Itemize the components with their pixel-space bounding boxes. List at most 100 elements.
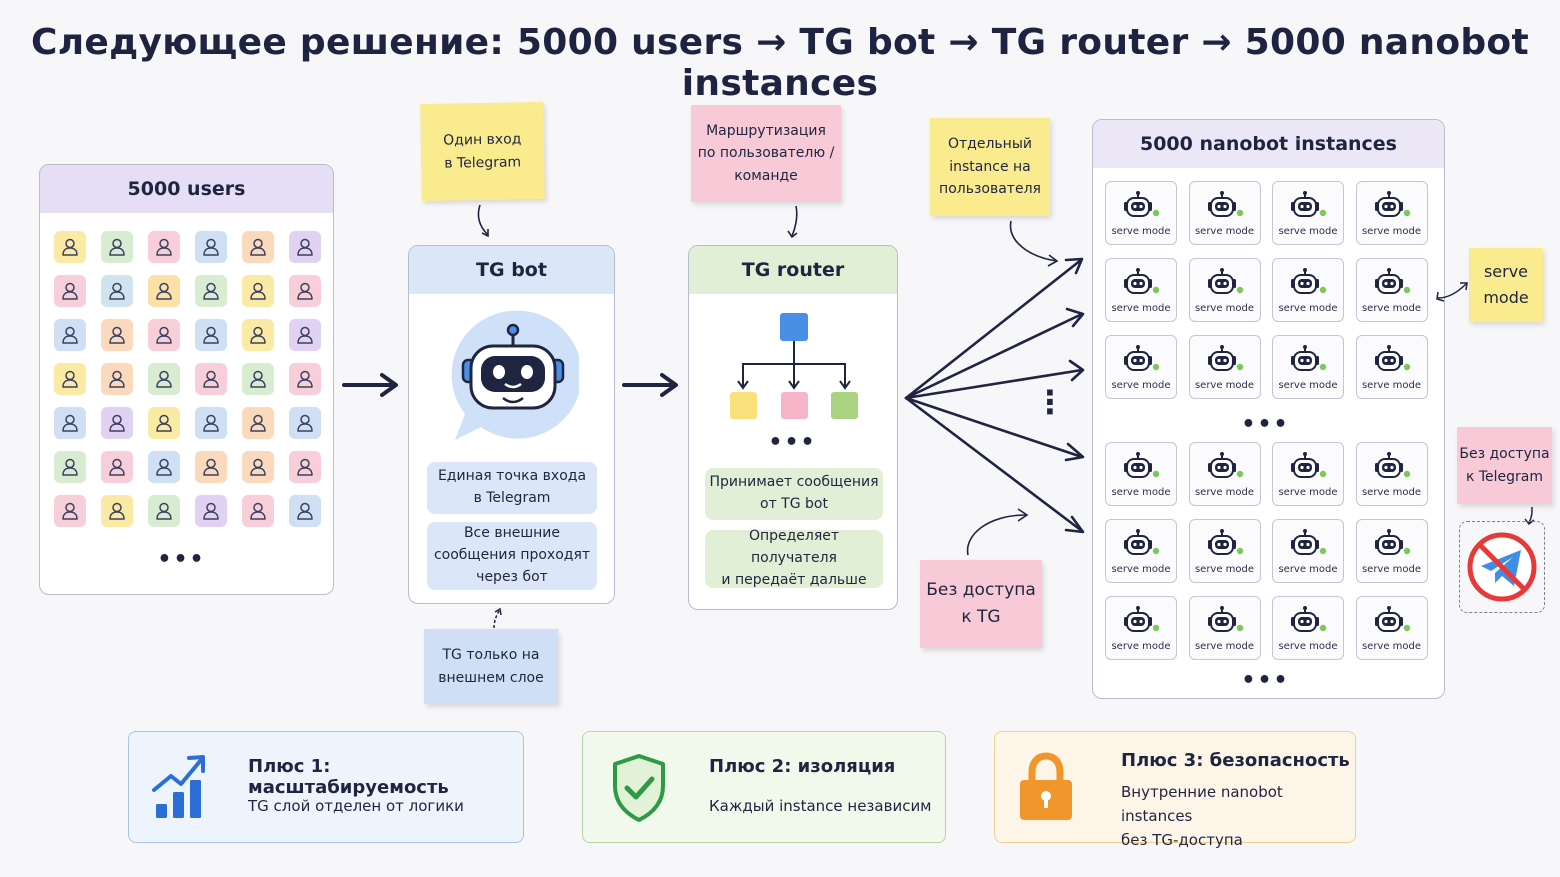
benefit-card-security-title: Плюс 3: безопасность [1121,750,1350,771]
shield-check-icon [613,754,665,822]
robot-icon [1291,191,1327,217]
user-avatar [242,275,274,307]
robot-icon [1207,268,1243,294]
instance-mode-label: serve mode [1111,303,1171,314]
nanobot-instance: serve mode [1188,442,1261,506]
note-single-entry-text: Один вход в Telegram [443,131,522,172]
user-avatar [101,407,133,439]
robot-icon [1124,345,1160,371]
instances-grid-bottom: serve mode serve mode serve mode serve mode… [1105,442,1428,660]
user-avatar [148,495,180,527]
user-icon [156,326,172,344]
user-icon [203,370,219,388]
user-icon [62,238,78,256]
nanobot-instance: serve mode [1105,181,1177,245]
user-icon [109,502,125,520]
note-no-tg: Без доступа к TG [920,560,1042,648]
instances-panel-title: 5000 nanobot instances [1093,120,1444,168]
robot-icon [1374,606,1410,632]
instance-mode-label: serve mode [1111,487,1171,498]
no-telegram-box [1459,521,1545,613]
instance-mode-label: serve mode [1194,564,1255,575]
user-avatar [101,363,133,395]
instance-mode-label: serve mode [1278,641,1338,652]
instances-more-dots-middle: ••• [1241,412,1290,437]
user-avatar [101,231,133,263]
benefit-card-scalability-text: TG слой отделен от логики [248,797,464,815]
instance-mode-label: serve mode [1111,564,1171,575]
tg-bot-pill-messages-text: Все внешние сообщения проходят через бот [433,525,591,585]
benefit-card-isolation-title: Плюс 2: изоляция [709,756,896,777]
user-avatar [101,319,133,351]
user-avatar [195,363,227,395]
user-avatar [289,495,321,527]
user-icon [109,414,125,432]
note-routing: Маршрутизация по пользователю / команде [691,105,841,202]
robot-icon [1291,606,1327,632]
user-icon [109,282,125,300]
robot-icon [1207,191,1243,217]
nanobot-instance: serve mode [1272,258,1344,322]
tg-router-title: TG router [689,246,897,294]
user-avatar [242,407,274,439]
note-no-tg-text: Без доступа к TG [926,579,1036,627]
user-icon [109,238,125,256]
user-icon [250,326,266,344]
instance-mode-label: serve mode [1278,487,1338,498]
lock-icon [1020,752,1072,820]
user-icon [297,458,313,476]
user-avatar [148,319,180,351]
note-tg-outer-layer-text: TG только на внешнем слое [438,647,544,686]
nanobot-instance: serve mode [1188,258,1261,322]
user-icon [250,458,266,476]
instance-mode-label: serve mode [1278,564,1338,575]
note-arrow-router [787,205,798,239]
user-avatar [54,363,86,395]
user-avatar [289,407,321,439]
router-pill-receive: Принимает сообщения от TG bot [705,468,883,520]
user-avatar [148,231,180,263]
note-arrow-no-tg [966,508,1029,556]
instance-mode-label: serve mode [1194,641,1255,652]
user-avatar [242,231,274,263]
user-avatar [242,319,274,351]
robot-chat-icon [451,310,579,440]
user-icon [297,282,313,300]
user-icon [297,238,313,256]
user-icon [156,502,172,520]
robot-icon [1374,529,1410,555]
user-icon [203,458,219,476]
user-avatar [148,363,180,395]
note-arrow-serve-mode [1436,282,1468,302]
user-avatar [289,319,321,351]
user-avatar [289,231,321,263]
user-icon [250,414,266,432]
router-pill-forward: Определяет получателя и передаёт дальше [705,528,883,588]
user-icon [250,370,266,388]
note-arrow-instance [1009,220,1059,267]
user-avatar [54,451,86,483]
user-icon [109,370,125,388]
instance-mode-label: serve mode [1194,303,1255,314]
user-icon [297,502,313,520]
note-instance-per-user-text: Отдельный instance на пользователя [939,136,1041,198]
user-icon [62,282,78,300]
arrow-bot-to-router [622,373,678,397]
robot-icon [1124,529,1160,555]
note-serve-mode: serve mode [1469,248,1543,322]
robot-icon [1124,268,1160,294]
nanobot-instance: serve mode [1105,596,1177,660]
nanobot-instance: serve mode [1188,335,1261,399]
instance-mode-label: serve mode [1194,226,1255,237]
user-avatar [101,495,133,527]
user-icon [250,238,266,256]
user-icon [156,370,172,388]
users-grid [54,231,321,527]
instance-mode-label: serve mode [1194,380,1255,391]
note-routing-text: Маршрутизация по пользователю / команде [697,122,835,184]
tg-bot-title: TG bot [409,246,614,294]
robot-icon [1291,268,1327,294]
user-icon [203,238,219,256]
nanobot-instance: serve mode [1355,596,1428,660]
user-icon [62,414,78,432]
